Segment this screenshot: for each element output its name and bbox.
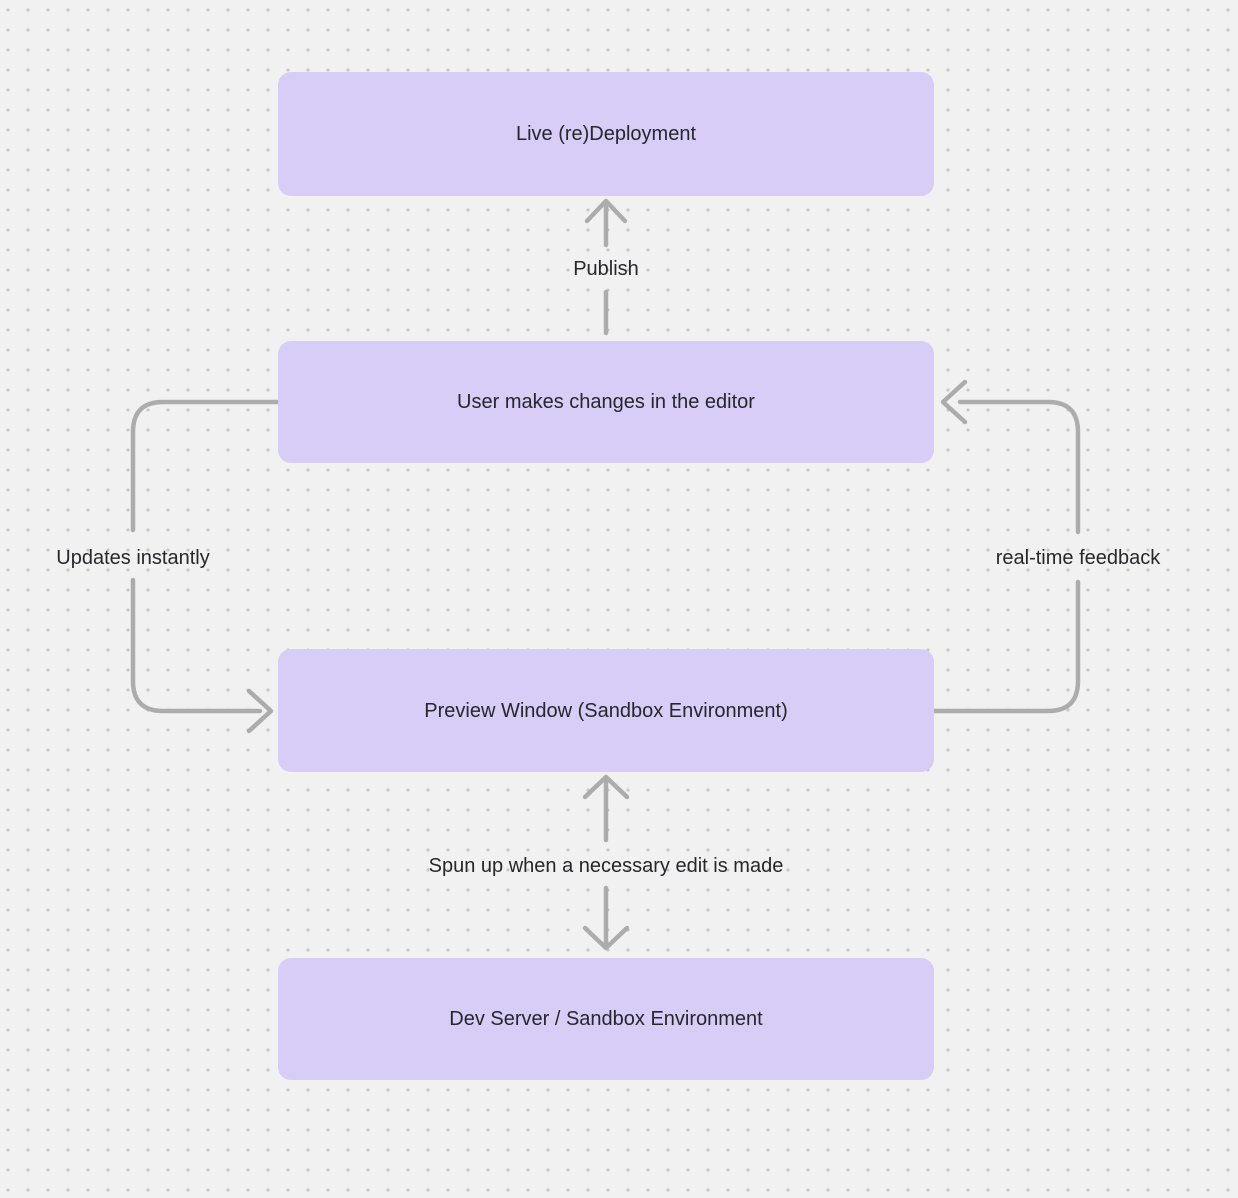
edge-publish: [584, 198, 628, 336]
edge-line: [931, 579, 1081, 714]
arrowhead-up-icon: [582, 774, 630, 800]
edge-line: [957, 399, 1081, 535]
node-dev-server: Dev Server / Sandbox Environment: [278, 958, 934, 1080]
edge-label-spun-up: Spun up when a necessary edit is made: [428, 855, 784, 877]
edge-updates-instantly: [130, 399, 281, 734]
edge-label-real-time-feedback: real-time feedback: [995, 547, 1161, 569]
edge-label-publish: Publish: [573, 258, 639, 280]
arrowhead-right-icon: [246, 688, 274, 734]
node-label: Live (re)Deployment: [515, 123, 697, 145]
arrowhead-left-icon: [940, 379, 968, 425]
edge-line: [130, 577, 263, 714]
edge-line: [130, 399, 281, 533]
node-live-redeployment: Live (re)Deployment: [278, 72, 934, 196]
edge-label-updates-instantly: Updates instantly: [56, 547, 210, 569]
node-user-changes: User makes changes in the editor: [278, 341, 934, 463]
arrowhead-up-icon: [584, 198, 628, 224]
node-label: Preview Window (Sandbox Environment): [424, 699, 788, 722]
edge-real-time-feedback: [931, 379, 1081, 714]
node-preview-window: Preview Window (Sandbox Environment): [278, 649, 934, 772]
arrowhead-down-icon: [582, 925, 630, 951]
edge-spun-up: [582, 774, 630, 951]
node-label: Dev Server / Sandbox Environment: [449, 1008, 763, 1030]
node-label: User makes changes in the editor: [457, 391, 755, 413]
